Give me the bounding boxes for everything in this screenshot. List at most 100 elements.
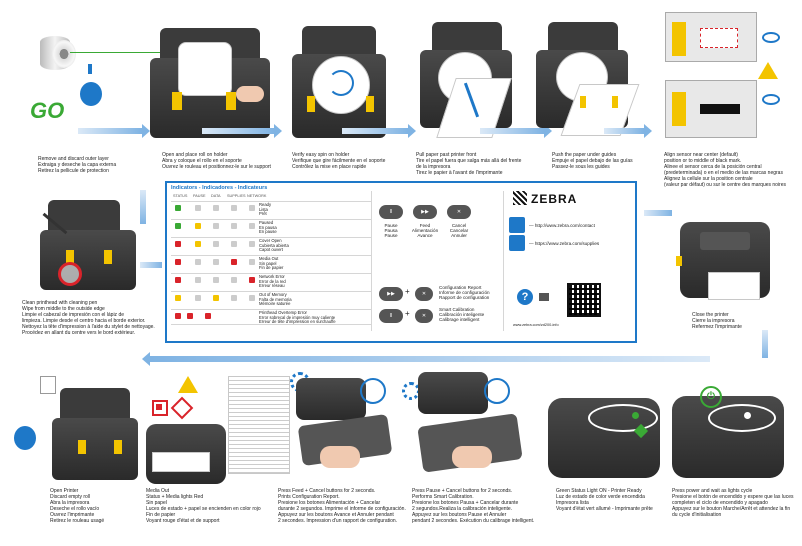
step-3-caption: Verify easy spin on holder Verifique que… bbox=[292, 152, 386, 170]
pause-key-icon: II bbox=[379, 309, 403, 323]
sensor-bracket bbox=[672, 92, 686, 126]
pause-led-yellow bbox=[195, 223, 201, 229]
supplies-link[interactable]: — https://www.zebra.com/supplies bbox=[529, 241, 600, 246]
data-led bbox=[213, 223, 219, 229]
power-button bbox=[744, 412, 751, 419]
status-led-red bbox=[175, 313, 181, 319]
eye-icon bbox=[762, 94, 780, 105]
data-led bbox=[213, 205, 219, 211]
supplies-led bbox=[231, 241, 237, 247]
cancel-key-icon: ✕ bbox=[415, 287, 433, 301]
cancel-key-icon: ✕ bbox=[415, 309, 433, 323]
step-4-caption: Pull paper past printer front Tire el pa… bbox=[416, 152, 522, 176]
header-status: STATUS bbox=[173, 194, 188, 198]
network-led bbox=[249, 259, 255, 265]
status-led-red bbox=[175, 241, 181, 247]
button-panel bbox=[588, 404, 658, 432]
pause-led bbox=[195, 205, 201, 211]
paper-strip bbox=[708, 272, 760, 300]
printer-ready-caption: Green Status Light ON - Printer Ready Lu… bbox=[556, 488, 653, 512]
qr-url: www.zebra.com/zd200-info bbox=[513, 323, 559, 327]
divider bbox=[371, 191, 372, 331]
plus-icon: + bbox=[405, 287, 410, 296]
hand bbox=[452, 446, 492, 468]
cancel-key-icon: ✕ bbox=[447, 205, 471, 219]
data-led bbox=[213, 259, 219, 265]
media-out-caption: Media Out Status + Media lights Red Sin … bbox=[146, 488, 261, 524]
step-5-caption: Push the paper under guides Empuje el pa… bbox=[552, 152, 633, 170]
flow-arrow bbox=[342, 124, 416, 138]
printer-lid bbox=[60, 388, 130, 422]
guide-title: Indicators - Indicadores - Indicateurs bbox=[171, 185, 268, 191]
data-led bbox=[213, 277, 219, 283]
roll-holder-right bbox=[114, 440, 122, 454]
hand bbox=[236, 86, 264, 102]
flow-arrow bbox=[140, 190, 146, 224]
warning-icon bbox=[758, 62, 778, 79]
paper-guide bbox=[612, 96, 618, 108]
supplies-led bbox=[231, 205, 237, 211]
status-led-red-icon bbox=[156, 404, 162, 410]
status-led-yellow bbox=[175, 295, 181, 301]
open-printer-caption: Open Printer Discard empty roll Abra la … bbox=[50, 488, 105, 524]
flow-arrow bbox=[604, 124, 652, 138]
roll-holder-right bbox=[366, 96, 374, 112]
power-icon: ⏻ bbox=[700, 386, 722, 408]
paper-roll bbox=[52, 40, 76, 68]
flow-arrow bbox=[202, 124, 282, 138]
roll-holder-right bbox=[104, 250, 112, 264]
trash-bin-icon bbox=[80, 82, 102, 106]
power-on-caption: Press power and wait as lights cycle Pre… bbox=[672, 488, 794, 518]
prohibited-icon bbox=[58, 262, 82, 286]
data-led-red bbox=[205, 313, 211, 319]
sensor-bracket bbox=[672, 22, 686, 56]
pause-led bbox=[195, 277, 201, 283]
step-1-caption: Remove and discard outer layer Extraiga … bbox=[38, 156, 117, 174]
network-led bbox=[249, 223, 255, 229]
paper-roll bbox=[178, 42, 232, 96]
close-caption: Close the printer Cierre la impresora Re… bbox=[692, 312, 742, 330]
pause-led bbox=[195, 295, 201, 301]
brand-name: ZEBRA bbox=[531, 192, 578, 206]
network-led-red bbox=[249, 277, 255, 283]
status-led-red bbox=[175, 259, 181, 265]
step-6-caption: Align sensor near center (default) posit… bbox=[664, 152, 787, 188]
sensor-target bbox=[700, 28, 738, 48]
paper-guide bbox=[580, 96, 586, 108]
status-led-green bbox=[175, 205, 181, 211]
help-icon: ? bbox=[517, 289, 533, 305]
rotate-arrow-icon bbox=[328, 70, 354, 96]
data-led bbox=[213, 241, 219, 247]
step-2-caption: Open and place roll on holder Abra y col… bbox=[162, 152, 271, 170]
contact-icon bbox=[509, 217, 525, 233]
network-led bbox=[249, 295, 255, 301]
clean-caption: Clean printhead with cleaning pen Wipe f… bbox=[22, 300, 155, 336]
printer-body bbox=[296, 378, 366, 420]
network-led bbox=[249, 241, 255, 247]
black-mark bbox=[700, 104, 740, 114]
zebra-logo-icon bbox=[513, 191, 527, 205]
release-latch bbox=[676, 256, 682, 266]
contact-link[interactable]: — http://www.zebra.com/contact bbox=[529, 223, 595, 228]
network-led bbox=[249, 205, 255, 211]
media-led-red-icon bbox=[170, 396, 194, 420]
empty-roll-core bbox=[40, 376, 56, 394]
flow-arrow bbox=[480, 124, 552, 138]
timer-icon bbox=[484, 378, 510, 404]
indicator-guide-panel: Indicators - Indicadores - Indicateurs S… bbox=[165, 181, 637, 343]
pause-led bbox=[195, 259, 201, 265]
header-data: DATA bbox=[211, 194, 221, 198]
roll-holder-left bbox=[78, 440, 86, 454]
printer-body bbox=[418, 372, 488, 414]
configuration-report-printout bbox=[228, 376, 290, 474]
supplies-led bbox=[231, 223, 237, 229]
supplies-led bbox=[231, 295, 237, 301]
warning-icon bbox=[178, 376, 198, 393]
